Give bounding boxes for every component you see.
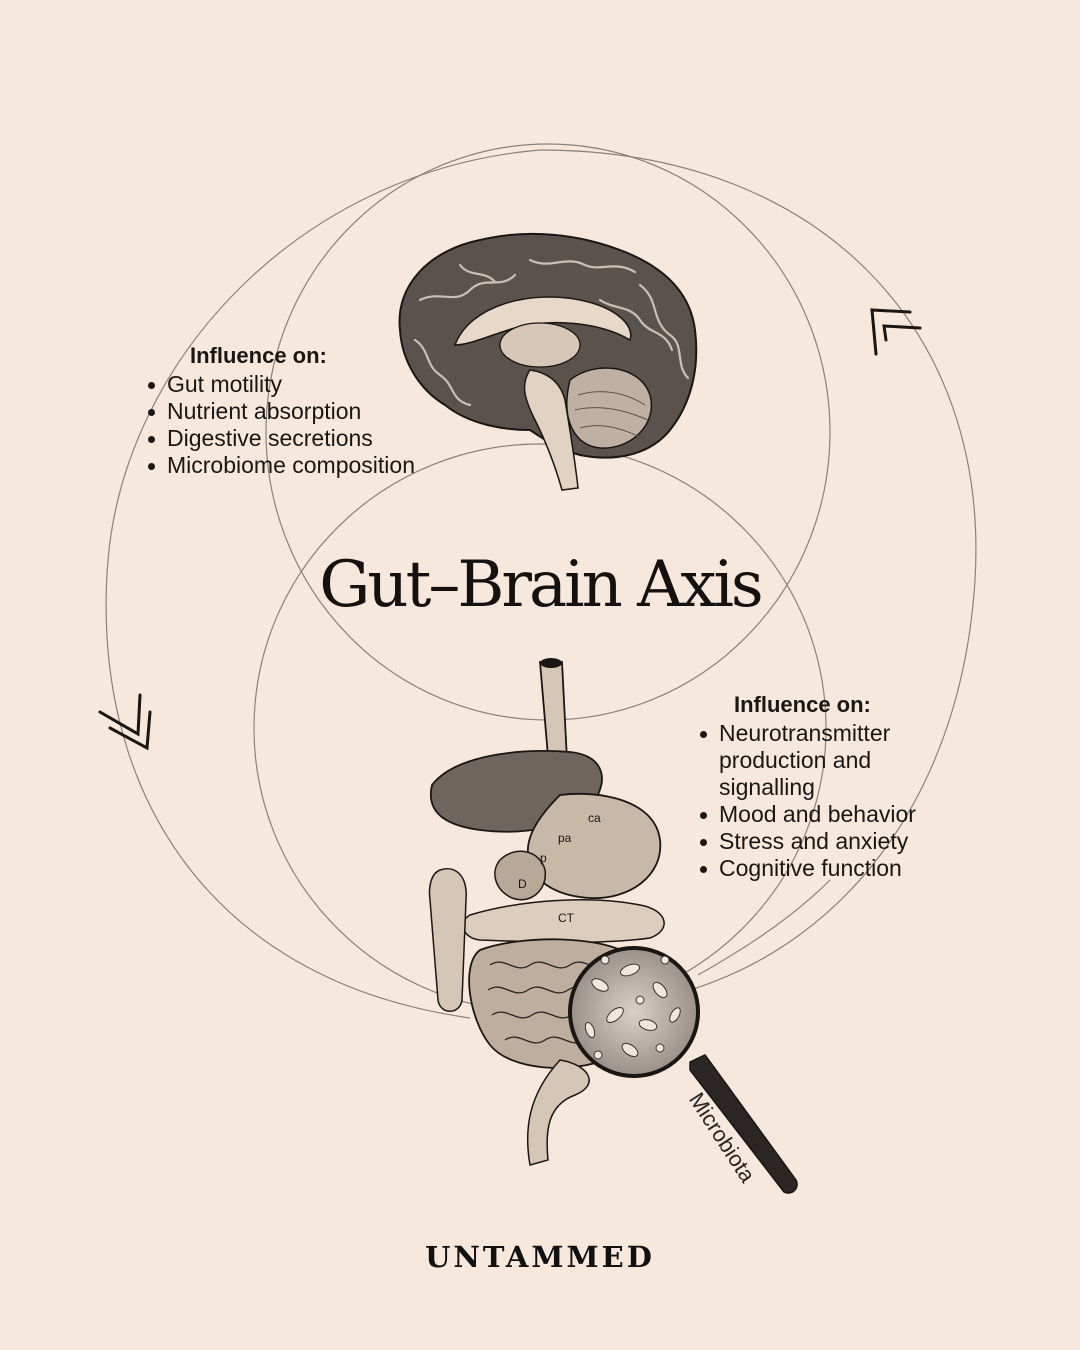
list-item: Stress and anxiety [697, 828, 967, 855]
corpus-callosum [453, 296, 632, 346]
thalamus [499, 322, 581, 368]
page-title: Gut–Brain Axis [319, 548, 764, 622]
magnifier-handle [689, 1054, 798, 1194]
double-chevron-down-right-icon [98, 693, 152, 751]
brand-logo: UNTAMMED [425, 1240, 655, 1274]
brain-influence-panel: Influence on: Gut motility Nutrient abso… [145, 343, 435, 479]
label-p: p [540, 851, 547, 865]
list-item: Gut motility [145, 371, 435, 398]
list-item: Mood and behavior [697, 801, 967, 828]
outer-right-arc [539, 149, 977, 991]
brainstem [523, 369, 579, 491]
gut-illustration: pa ca p D CT [428, 658, 665, 1166]
label-d: D [518, 877, 527, 891]
brain-illustration [398, 232, 698, 491]
brain-influence-heading: Influence on: [190, 343, 327, 368]
cerebellum [566, 367, 653, 449]
double-chevron-up-left-icon [870, 308, 922, 356]
gallbladder-duodenum [494, 850, 546, 901]
ascending-colon [428, 868, 467, 1012]
brain-influence-list: Gut motility Nutrient absorption Digesti… [145, 371, 435, 479]
list-item: Cognitive function [697, 855, 967, 882]
connector-to-lens [697, 879, 831, 976]
transverse-colon [462, 899, 665, 944]
gut-influence-heading: Influence on: [734, 692, 871, 717]
list-item: Microbiome composition [145, 452, 435, 479]
stomach [527, 792, 662, 899]
outer-left-arc [105, 149, 541, 1019]
label-pa: pa [558, 831, 572, 845]
label-ca: ca [588, 811, 601, 825]
list-item: Nutrient absorption [145, 398, 435, 425]
gut-influence-panel: Influence on: Neurotransmitter productio… [697, 692, 967, 882]
gut-influence-list: Neurotransmitter production and signalli… [697, 720, 967, 882]
label-ct: CT [558, 911, 575, 925]
list-item: Digestive secretions [145, 425, 435, 452]
rectum [526, 1059, 590, 1166]
magnifying-glass-icon [568, 946, 798, 1194]
list-item: Neurotransmitter production and signalli… [697, 720, 967, 801]
